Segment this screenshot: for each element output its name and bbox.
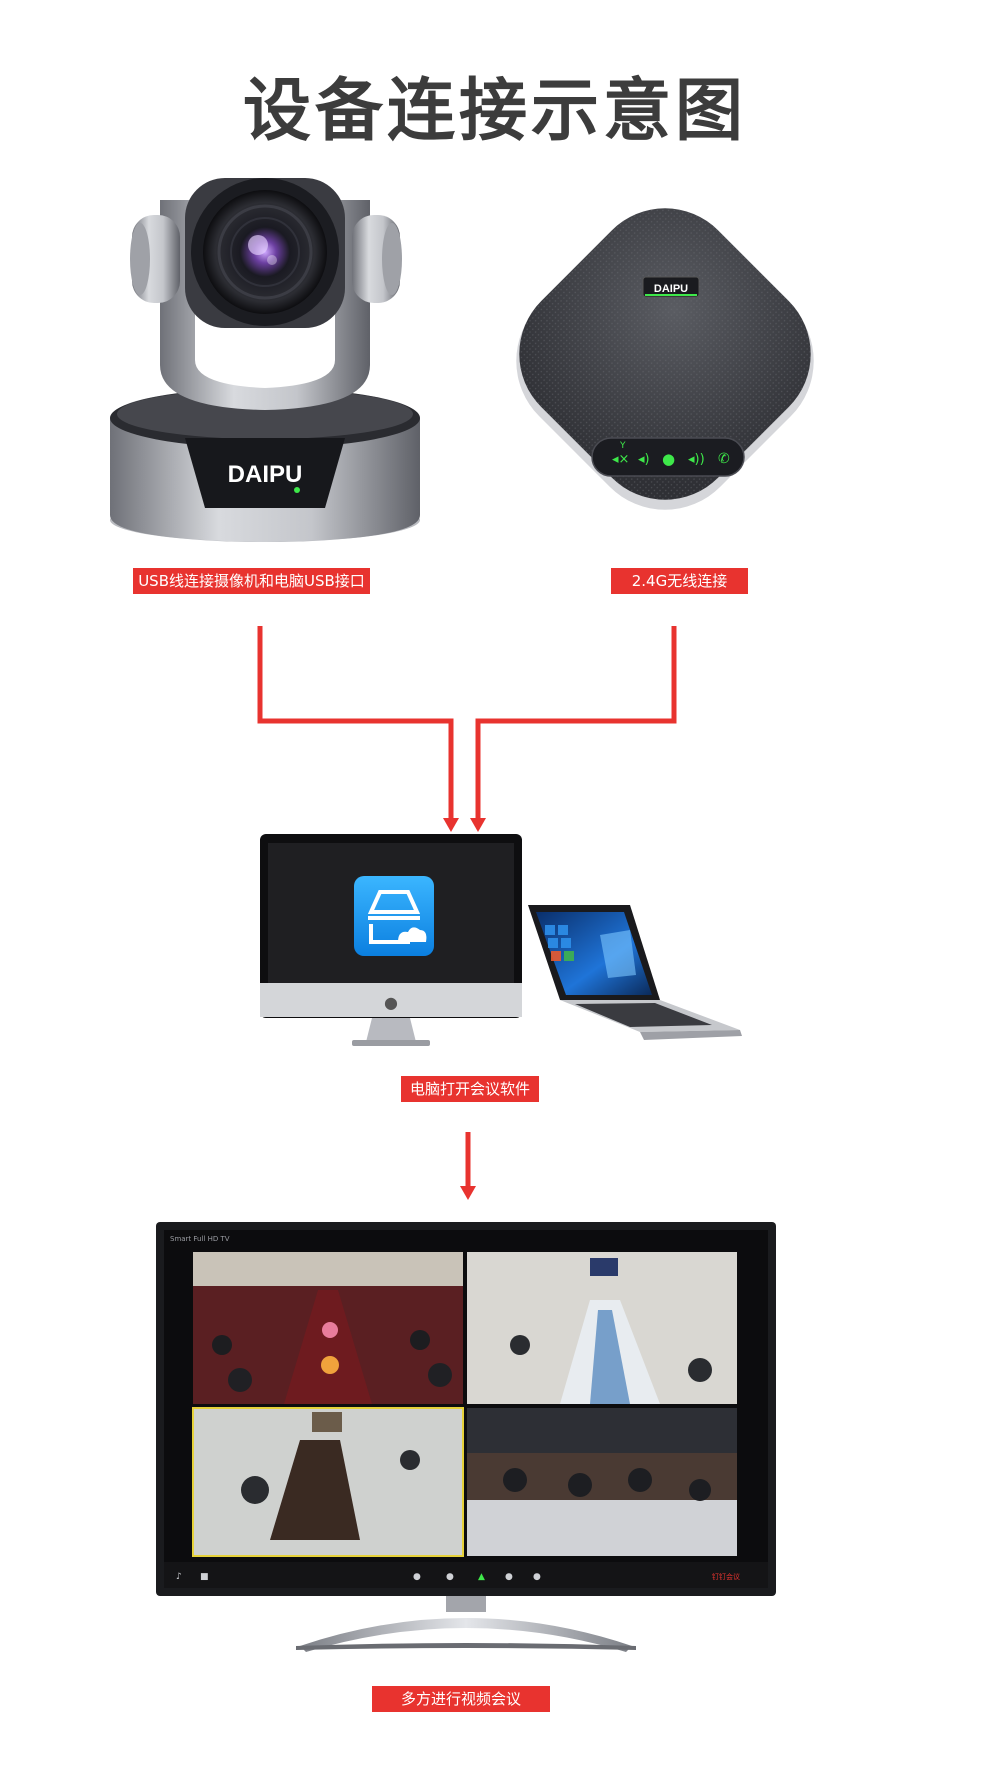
speaker-mute-icon: ◂×: [612, 452, 629, 467]
share-screen-icon: ▲: [478, 1572, 485, 1582]
video-tile-top-right: [467, 1252, 737, 1404]
open-software-label: 电脑打开会议软件: [401, 1076, 539, 1102]
wireless-label: 2.4G无线连接: [611, 568, 748, 594]
speaker-volume-up-icon: ◂)): [688, 452, 705, 467]
camera-usb-label: USB线连接摄像机和电脑USB接口: [133, 568, 370, 594]
connection-lines: [257, 626, 677, 1188]
tv-arrow-head: [460, 1186, 476, 1200]
speaker-control-bar: [591, 437, 745, 477]
participants-icon: ●: [446, 1572, 454, 1582]
tv-brand-label: Smart Full HD TV: [170, 1235, 230, 1243]
laptop-computer: [528, 905, 742, 1040]
camera-brand-logo: DAIPU: [228, 461, 303, 488]
speaker-volume-down-icon: ◂): [638, 452, 650, 467]
camera-arrow-head: [443, 818, 459, 832]
video-tile-top-left: [193, 1252, 463, 1404]
bluetooth-indicator-icon: Y: [619, 441, 626, 451]
phone-call-icon: ✆: [718, 451, 730, 467]
record-icon: ●: [533, 1572, 541, 1582]
tv-monitor: Smart Full HD TV: [156, 1222, 776, 1652]
page-title: 设备连接示意图: [242, 72, 747, 151]
meeting-software-label: 钉钉会议: [712, 1572, 740, 1581]
camera-status-led: [294, 487, 300, 493]
camera-connection-line: [257, 626, 454, 820]
invite-icon: ●: [413, 1572, 421, 1582]
video-camera-icon: ■: [200, 1572, 209, 1582]
apple-logo-icon: ●: [384, 993, 398, 1012]
chat-icon: ●: [505, 1572, 513, 1582]
wireless-connection-line: [475, 626, 677, 820]
ptz-camera: DAIPU: [110, 178, 420, 542]
desktop-computer: ●: [260, 834, 522, 1046]
video-meeting-label: 多方进行视频会议: [372, 1686, 550, 1712]
camera-badge: [185, 438, 345, 508]
microphone-icon: ●: [662, 450, 675, 468]
mute-audio-icon: ♪: [176, 1572, 182, 1582]
wireless-arrow-head: [470, 818, 486, 832]
speakerphone: DAIPU ◂× ◂) ● ◂)) ✆ Y: [516, 208, 814, 510]
speaker-brand-logo: DAIPU: [654, 283, 688, 295]
video-tile-bottom-right: [467, 1408, 737, 1556]
video-tile-bottom-left: [192, 1407, 464, 1557]
